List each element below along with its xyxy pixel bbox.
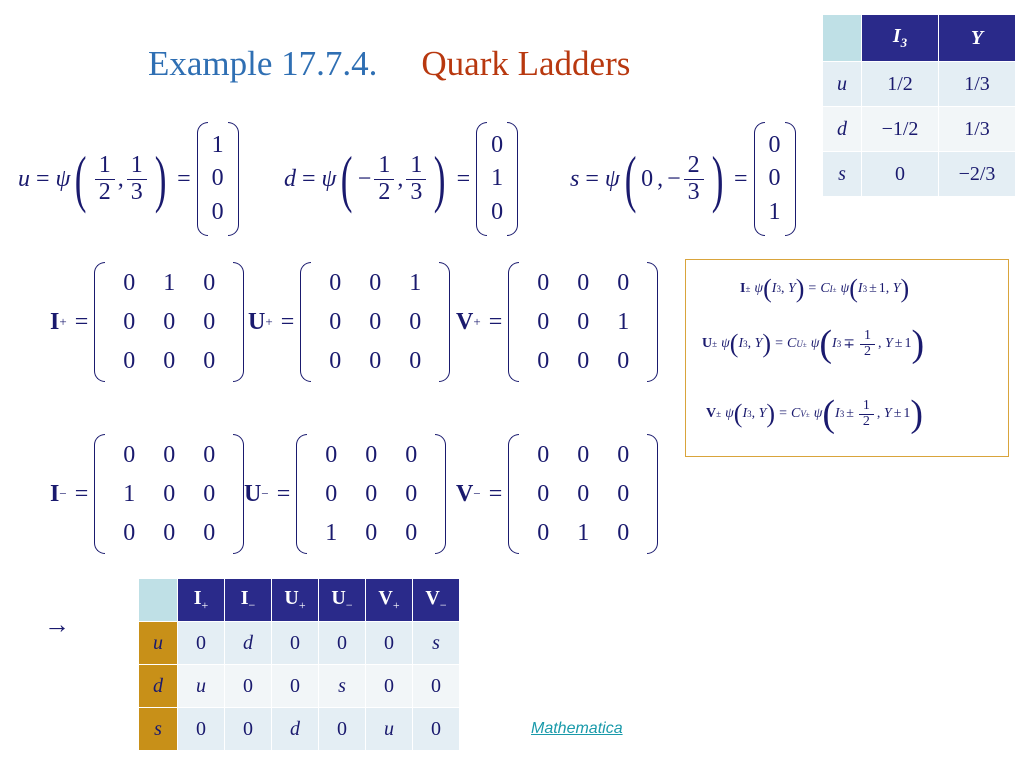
table-row: u 0 d 0 0 0 s [138,621,460,665]
mathematica-link[interactable]: Mathematica [531,720,623,737]
title-dot: . [368,44,378,83]
vec-bracket-left [196,122,208,236]
header-v-plus: V+ [365,578,413,622]
table-corner [822,14,862,62]
table-row: s 0 0 d 0 u 0 [138,707,460,751]
table-row: d u 0 0 s 0 0 [138,664,460,708]
psi-symbol: ψ [55,165,71,192]
table-row: d −1/2 1/3 [822,106,1016,152]
header-v-minus: V− [412,578,460,622]
arrow-icon: → [44,610,70,639]
header-i3: I3 [861,14,939,62]
title-topic: Quark Ladders [421,44,631,83]
table-corner [138,578,178,622]
table-row: s 0 −2/3 [822,151,1016,197]
page-title: Example 17.7.4. Quark Ladders [148,44,630,84]
state-u-name: u [18,165,30,192]
quantum-number-table: I3 Y u 1/2 1/3 d −1/2 1/3 s 0 −2/3 [822,14,1016,197]
header-y: Y [938,14,1016,62]
ladder-action-table: I+ I− U+ U− V+ V− u 0 d 0 0 0 s d u 0 0 … [138,578,460,751]
header-u-plus: U+ [271,578,319,622]
table-row: u 1/2 1/3 [822,61,1016,107]
header-u-minus: U− [318,578,366,622]
state-s-name: s [570,165,580,192]
title-example: Example 17.7.4 [148,44,369,83]
header-i-minus: I− [224,578,272,622]
header-i-plus: I+ [177,578,225,622]
state-d-name: d [284,165,296,192]
vec-bracket-right [227,122,239,236]
